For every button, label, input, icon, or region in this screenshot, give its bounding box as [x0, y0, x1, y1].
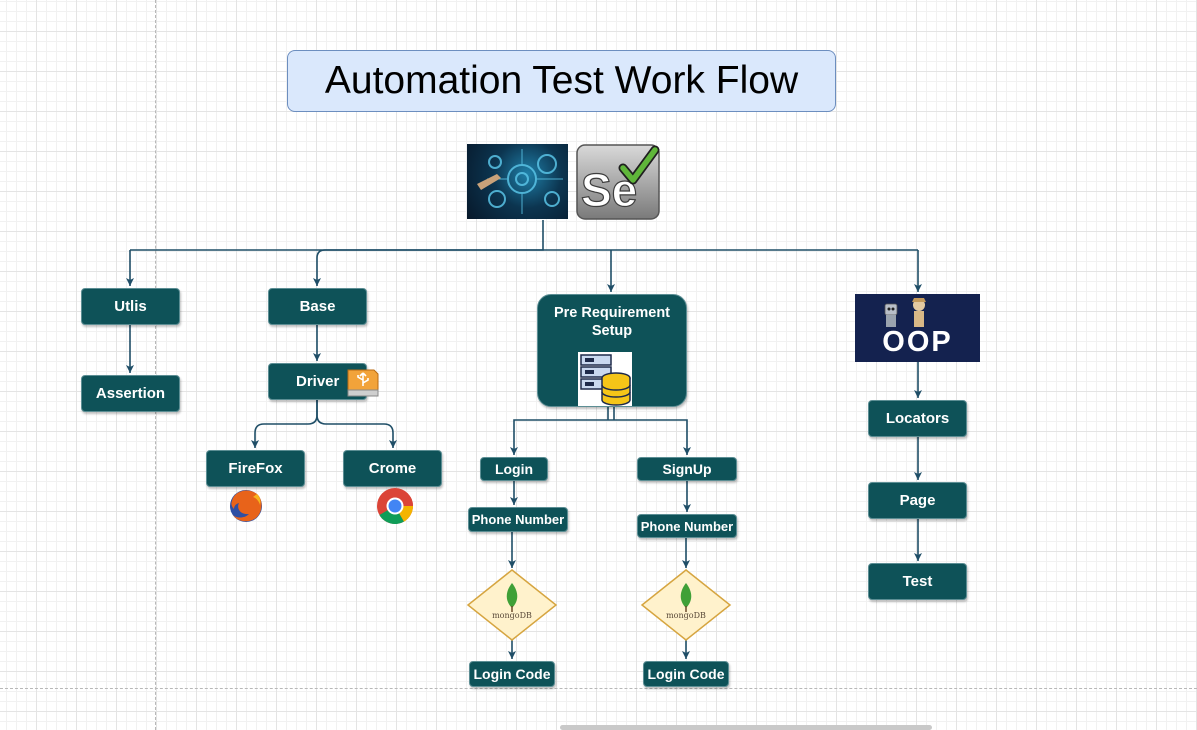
diagram-title[interactable]: Automation Test Work Flow	[287, 50, 836, 112]
node-utlis[interactable]: Utlis	[81, 288, 180, 325]
node-test[interactable]: Test	[868, 563, 967, 600]
mongodb-decision-left[interactable]: mongoDB	[466, 569, 558, 641]
edge-driver-firefox	[251, 400, 318, 448]
node-login-code-left[interactable]: Login Code	[469, 661, 555, 687]
node-login-code-right[interactable]: Login Code	[643, 661, 729, 687]
node-signup[interactable]: SignUp	[637, 457, 737, 481]
node-locators[interactable]: Locators	[868, 400, 967, 437]
node-assertion[interactable]: Assertion	[81, 375, 180, 412]
edge-trunk	[130, 220, 544, 251]
selenium-icon[interactable]: Se	[575, 142, 661, 222]
edge-to-base	[313, 249, 543, 286]
edge-prereq-login	[510, 419, 611, 455]
pre-requirement-label: Pre Requirement Setup	[553, 305, 671, 339]
edge-prereq-signup	[611, 419, 691, 455]
mongodb-label-right: mongoDB	[666, 611, 706, 620]
oop-robots-icon	[884, 298, 926, 327]
node-login-phone-number[interactable]: Phone Number	[468, 507, 568, 532]
page-guide-vertical	[155, 0, 156, 730]
horizontal-scrollbar[interactable]	[560, 725, 932, 730]
node-page[interactable]: Page	[868, 482, 967, 519]
firefox-icon	[230, 490, 262, 522]
node-crome[interactable]: Crome	[343, 450, 442, 487]
oop-image[interactable]: OOP	[855, 294, 980, 362]
node-firefox[interactable]: FireFox	[206, 450, 305, 487]
node-signup-phone-number[interactable]: Phone Number	[637, 514, 737, 538]
chrome-icon	[377, 488, 413, 525]
mongodb-icon	[506, 583, 518, 608]
usb-drive-icon	[347, 369, 379, 397]
edge-prereq-split	[607, 406, 615, 420]
node-login[interactable]: Login	[480, 457, 548, 481]
mongodb-icon	[680, 583, 692, 608]
mongodb-label-left: mongoDB	[492, 611, 532, 620]
oop-label: OOP	[882, 326, 953, 358]
database-server-icon	[578, 352, 632, 406]
page-guide-horizontal	[0, 688, 1197, 689]
mongodb-decision-right[interactable]: mongoDB	[640, 569, 732, 641]
edge-driver-crome	[316, 400, 397, 448]
automation-image-icon[interactable]	[467, 144, 568, 219]
node-base[interactable]: Base	[268, 288, 367, 325]
